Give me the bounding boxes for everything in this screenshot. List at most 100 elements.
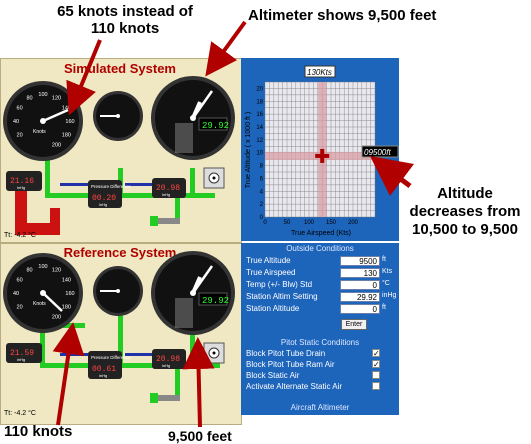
- chart-x-tick-label: 0: [263, 220, 267, 226]
- svg-text:00.61: 00.61: [92, 365, 116, 374]
- svg-text:Pressure Difference: Pressure Difference: [91, 355, 131, 360]
- annotation-right: Altitude decreases from 10,500 to 9,500: [409, 185, 521, 238]
- option-block-pitot-ram: Block Pitot Tube Ram Air ✓: [246, 360, 380, 369]
- chart-x-tick-label: 150: [326, 220, 337, 226]
- block-pitot-drain-checkbox[interactable]: ✓: [372, 349, 380, 358]
- svg-text:inHg: inHg: [17, 357, 25, 362]
- reference-temperature: Tt: -4.2 °C: [4, 410, 36, 417]
- svg-text:inHg: inHg: [99, 202, 107, 207]
- block-static-air-checkbox[interactable]: [372, 371, 380, 379]
- option-block-pitot-drain: Block Pitot Tube Drain ✓: [246, 349, 380, 358]
- simulated-kollsman-window: 29.92: [202, 121, 229, 131]
- simulated-static-port[interactable]: [203, 167, 225, 189]
- arrow-altimeter-ref: [182, 337, 215, 428]
- simulated-temperature: Tt: -4.2 °C: [4, 232, 36, 239]
- svg-text:inHg: inHg: [162, 363, 170, 368]
- chart-top-readout: 130Kts: [307, 68, 332, 77]
- svg-text:21.16: 21.16: [10, 177, 34, 186]
- simulated-altimeter: 29.92: [151, 76, 235, 160]
- temperature-row: Temp (+/- Blw) Std 0 °C: [246, 280, 390, 290]
- annotation-bottom-left: 110 knots: [4, 423, 73, 440]
- chart-y-tick-label: 14: [256, 125, 263, 131]
- airspeed-tick-label: 120: [52, 268, 61, 274]
- simulated-pressure-diff-display: Pressure Difference 00.20 inHg: [88, 180, 131, 208]
- airspeed-tick-label: 100: [38, 264, 47, 270]
- arrow-altimeter-sim: [205, 20, 247, 77]
- temperature-input[interactable]: 0: [340, 280, 380, 290]
- chart-data-point-horizontal: [315, 153, 330, 158]
- airspeed-tick-label: 180: [62, 305, 71, 311]
- block-pitot-ram-checkbox[interactable]: ✓: [372, 360, 380, 369]
- airspeed-tick-label: 160: [65, 291, 74, 297]
- simulated-inhg-left-display: 21.16 inHg: [6, 171, 42, 191]
- true-airspeed-input[interactable]: 130: [340, 268, 380, 278]
- chart-y-tick-label: 4: [260, 189, 264, 195]
- chart-x-axis-label: True Airspeed (Kts): [291, 230, 351, 237]
- reference-system-title: Reference System: [63, 245, 177, 260]
- simulated-airspeed-label: Knots: [33, 129, 46, 135]
- arrow-airspeed-sim: [66, 39, 102, 116]
- airspeed-tick-label: 40: [13, 119, 19, 125]
- airspeed-tick-label: 140: [62, 278, 71, 284]
- station-altitude-row: Station Altitude 0 ft: [246, 304, 386, 314]
- svg-text:20.98: 20.98: [156, 355, 180, 364]
- chart-y-tick-label: 0: [260, 215, 264, 221]
- enter-button[interactable]: Enter: [341, 319, 367, 330]
- chart-right-readout: 09500ft: [364, 148, 391, 157]
- chart-y-axis-label: True Altitude ( x 1000 ft ): [245, 112, 252, 188]
- simulated-system-title: Simulated System: [64, 61, 176, 76]
- airspeed-tick-label: 200: [52, 314, 61, 320]
- chart-y-tick-label: 10: [256, 151, 263, 157]
- option-alternate-static-air: Activate Alternate Static Air: [246, 382, 396, 393]
- alternate-static-air-checkbox[interactable]: [372, 382, 380, 390]
- svg-text:00.20: 00.20: [92, 194, 116, 203]
- conditions-panel: Outside Conditions True Altitude 9500 ft…: [241, 243, 399, 415]
- pitot-static-title: Pitot Static Conditions: [280, 338, 360, 347]
- chart-y-tick-label: 18: [256, 99, 263, 105]
- annotation-bottom-right: 9,500 feet: [168, 428, 232, 444]
- chart-y-tick-label: 8: [260, 164, 264, 170]
- chart-y-tick-label: 16: [256, 112, 263, 118]
- chart-x-tick-label: 200: [348, 220, 359, 226]
- airspeed-tick-label: 120: [52, 96, 61, 102]
- chart-y-tick-label: 2: [260, 202, 264, 208]
- svg-text:Pressure Difference: Pressure Difference: [91, 184, 131, 189]
- airspeed-tick-label: 100: [38, 92, 47, 98]
- aircraft-altimeter-label: Aircraft Altimeter: [290, 403, 350, 412]
- chart-x-tick-label: 100: [304, 220, 315, 226]
- reference-inhg-right-display: 20.98 inHg: [152, 349, 186, 369]
- airspeed-tick-label: 60: [17, 106, 23, 112]
- arrow-airspeed-ref: [52, 322, 85, 426]
- annotation-top-right: Altimeter shows 9,500 feet: [248, 7, 437, 24]
- annotation-top-left: 65 knots instead of 110 knots: [57, 3, 193, 37]
- svg-text:21.59: 21.59: [10, 349, 34, 358]
- arrow-altitude-readout: [370, 156, 414, 196]
- true-altitude-input[interactable]: 9500: [340, 256, 380, 266]
- chart-top-readout-box: [304, 65, 336, 78]
- airspeed-tick-label: 60: [17, 278, 23, 284]
- chart-x-tick-label: 50: [284, 220, 291, 226]
- chart-y-tick-label: 12: [256, 138, 263, 144]
- airspeed-tick-label: 20: [17, 133, 23, 139]
- station-altim-row: Station Altim Setting 29.92 inHg: [246, 292, 397, 302]
- true-airspeed-row: True Airspeed 130 Kts: [246, 268, 393, 278]
- airspeed-tick-label: 20: [17, 305, 23, 311]
- reference-altimeter: 29.92: [151, 251, 235, 335]
- reference-inhg-left-display: 21.59 inHg: [6, 343, 42, 363]
- airspeed-tick-label: 80: [26, 96, 32, 102]
- reference-vsi-gauge: [93, 266, 143, 316]
- reference-pressure-diff-display: Pressure Difference 00.61 inHg: [88, 351, 131, 379]
- option-block-static-air: Block Static Air: [246, 371, 396, 382]
- airspeed-tick-label: 200: [52, 142, 61, 148]
- svg-text:20.98: 20.98: [156, 184, 180, 193]
- outside-conditions-title: Outside Conditions: [286, 244, 354, 253]
- station-altitude-input[interactable]: 0: [340, 304, 380, 314]
- station-altim-input[interactable]: 29.92: [340, 292, 380, 302]
- svg-text:inHg: inHg: [162, 192, 170, 197]
